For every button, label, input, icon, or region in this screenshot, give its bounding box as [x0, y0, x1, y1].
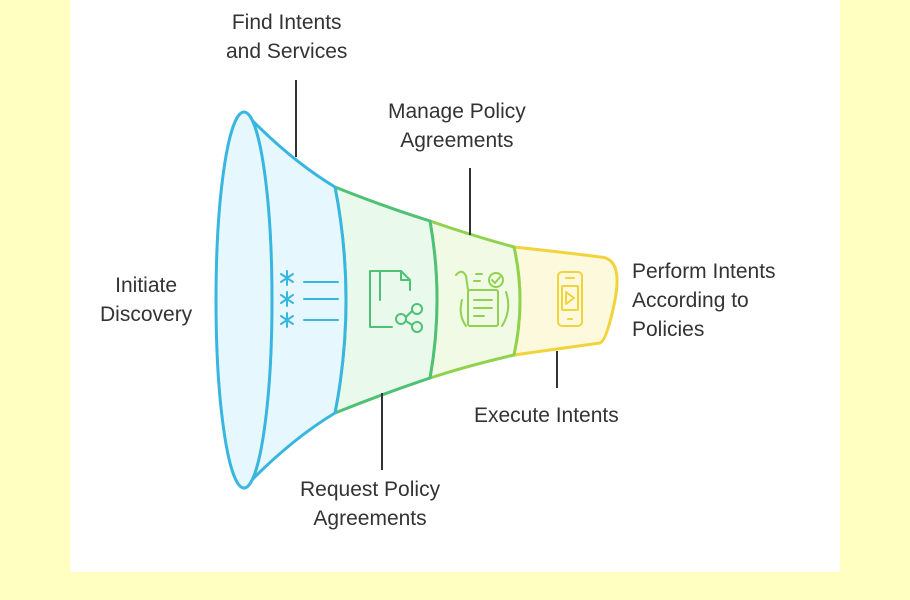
label-manage-policy: Manage Policy Agreements: [388, 100, 526, 152]
funnel-mouth: [214, 110, 274, 490]
funnel-segment-request-policy-agreements: [333, 185, 439, 415]
contract-handshake-icon: [455, 270, 510, 327]
label-execute-intents: Execute Intents: [474, 404, 619, 427]
diagram-panel: Initiate Discovery Find Intents and Serv…: [70, 0, 840, 572]
funnel-diagram: [214, 80, 619, 490]
document-share-icon: [369, 270, 423, 333]
label-request-policy: Request Policy Agreements: [300, 478, 441, 530]
phone-play-icon: [557, 271, 583, 327]
label-find-intents: Find Intents and Services: [226, 11, 348, 63]
list-icon: [280, 270, 339, 328]
label-perform-intents: Perform Intents According to Policies: [632, 260, 776, 341]
label-initiate-discovery: Initiate Discovery: [100, 274, 193, 326]
